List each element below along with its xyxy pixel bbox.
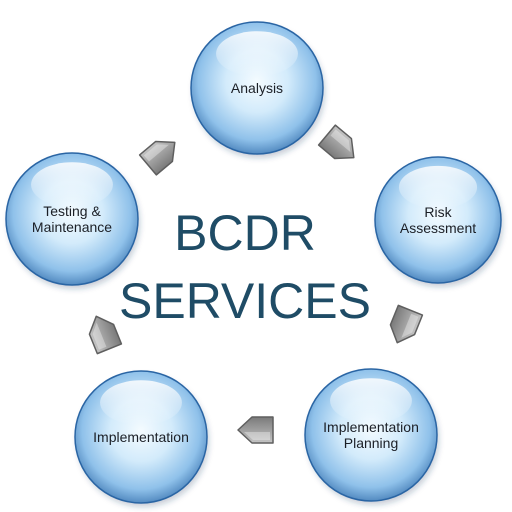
arrow-testing-maintenance-to-analysis <box>138 140 176 176</box>
node-gloss <box>100 380 182 426</box>
node-label: Analysis <box>231 80 283 96</box>
arrow-risk-assessment-to-implementation-planning <box>389 304 424 344</box>
node-label: Implementation <box>93 429 189 445</box>
center-title: BCDR SERVICES <box>119 205 371 329</box>
arrow-highlight <box>401 313 419 338</box>
node-label: Maintenance <box>32 219 112 235</box>
node-gloss <box>31 162 113 208</box>
node-testing-maintenance: Testing &Maintenance <box>5 152 140 289</box>
node-label: Planning <box>344 435 399 451</box>
cycle-arrows <box>88 124 424 444</box>
node-implementation: Implementation <box>74 370 209 507</box>
arrow-implementation-to-testing-maintenance <box>88 315 123 355</box>
arrow-analysis-to-risk-assessment <box>317 124 355 160</box>
arrow-shape <box>317 124 355 160</box>
node-label: Risk <box>424 204 452 220</box>
arrow-highlight <box>143 144 169 162</box>
node-gloss <box>330 378 412 424</box>
arrow-highlight <box>244 432 270 440</box>
arrow-shape <box>237 416 274 444</box>
arrow-highlight <box>330 129 351 153</box>
cycle-nodes: AnalysisRiskAssessmentImplementationPlan… <box>5 21 503 507</box>
center-title-line2: SERVICES <box>119 273 371 329</box>
arrow-shape <box>389 304 424 344</box>
node-label: Assessment <box>400 220 476 236</box>
center-title-line1: BCDR <box>174 205 316 261</box>
arrow-highlight <box>92 322 107 350</box>
node-label: Implementation <box>323 419 419 435</box>
arrow-shape <box>138 140 176 176</box>
arrow-implementation-planning-to-implementation <box>237 416 274 444</box>
node-gloss <box>398 165 478 209</box>
node-gloss <box>216 31 298 77</box>
arrow-shape <box>88 315 123 355</box>
node-analysis: Analysis <box>190 21 325 158</box>
node-label: Testing & <box>43 203 101 219</box>
